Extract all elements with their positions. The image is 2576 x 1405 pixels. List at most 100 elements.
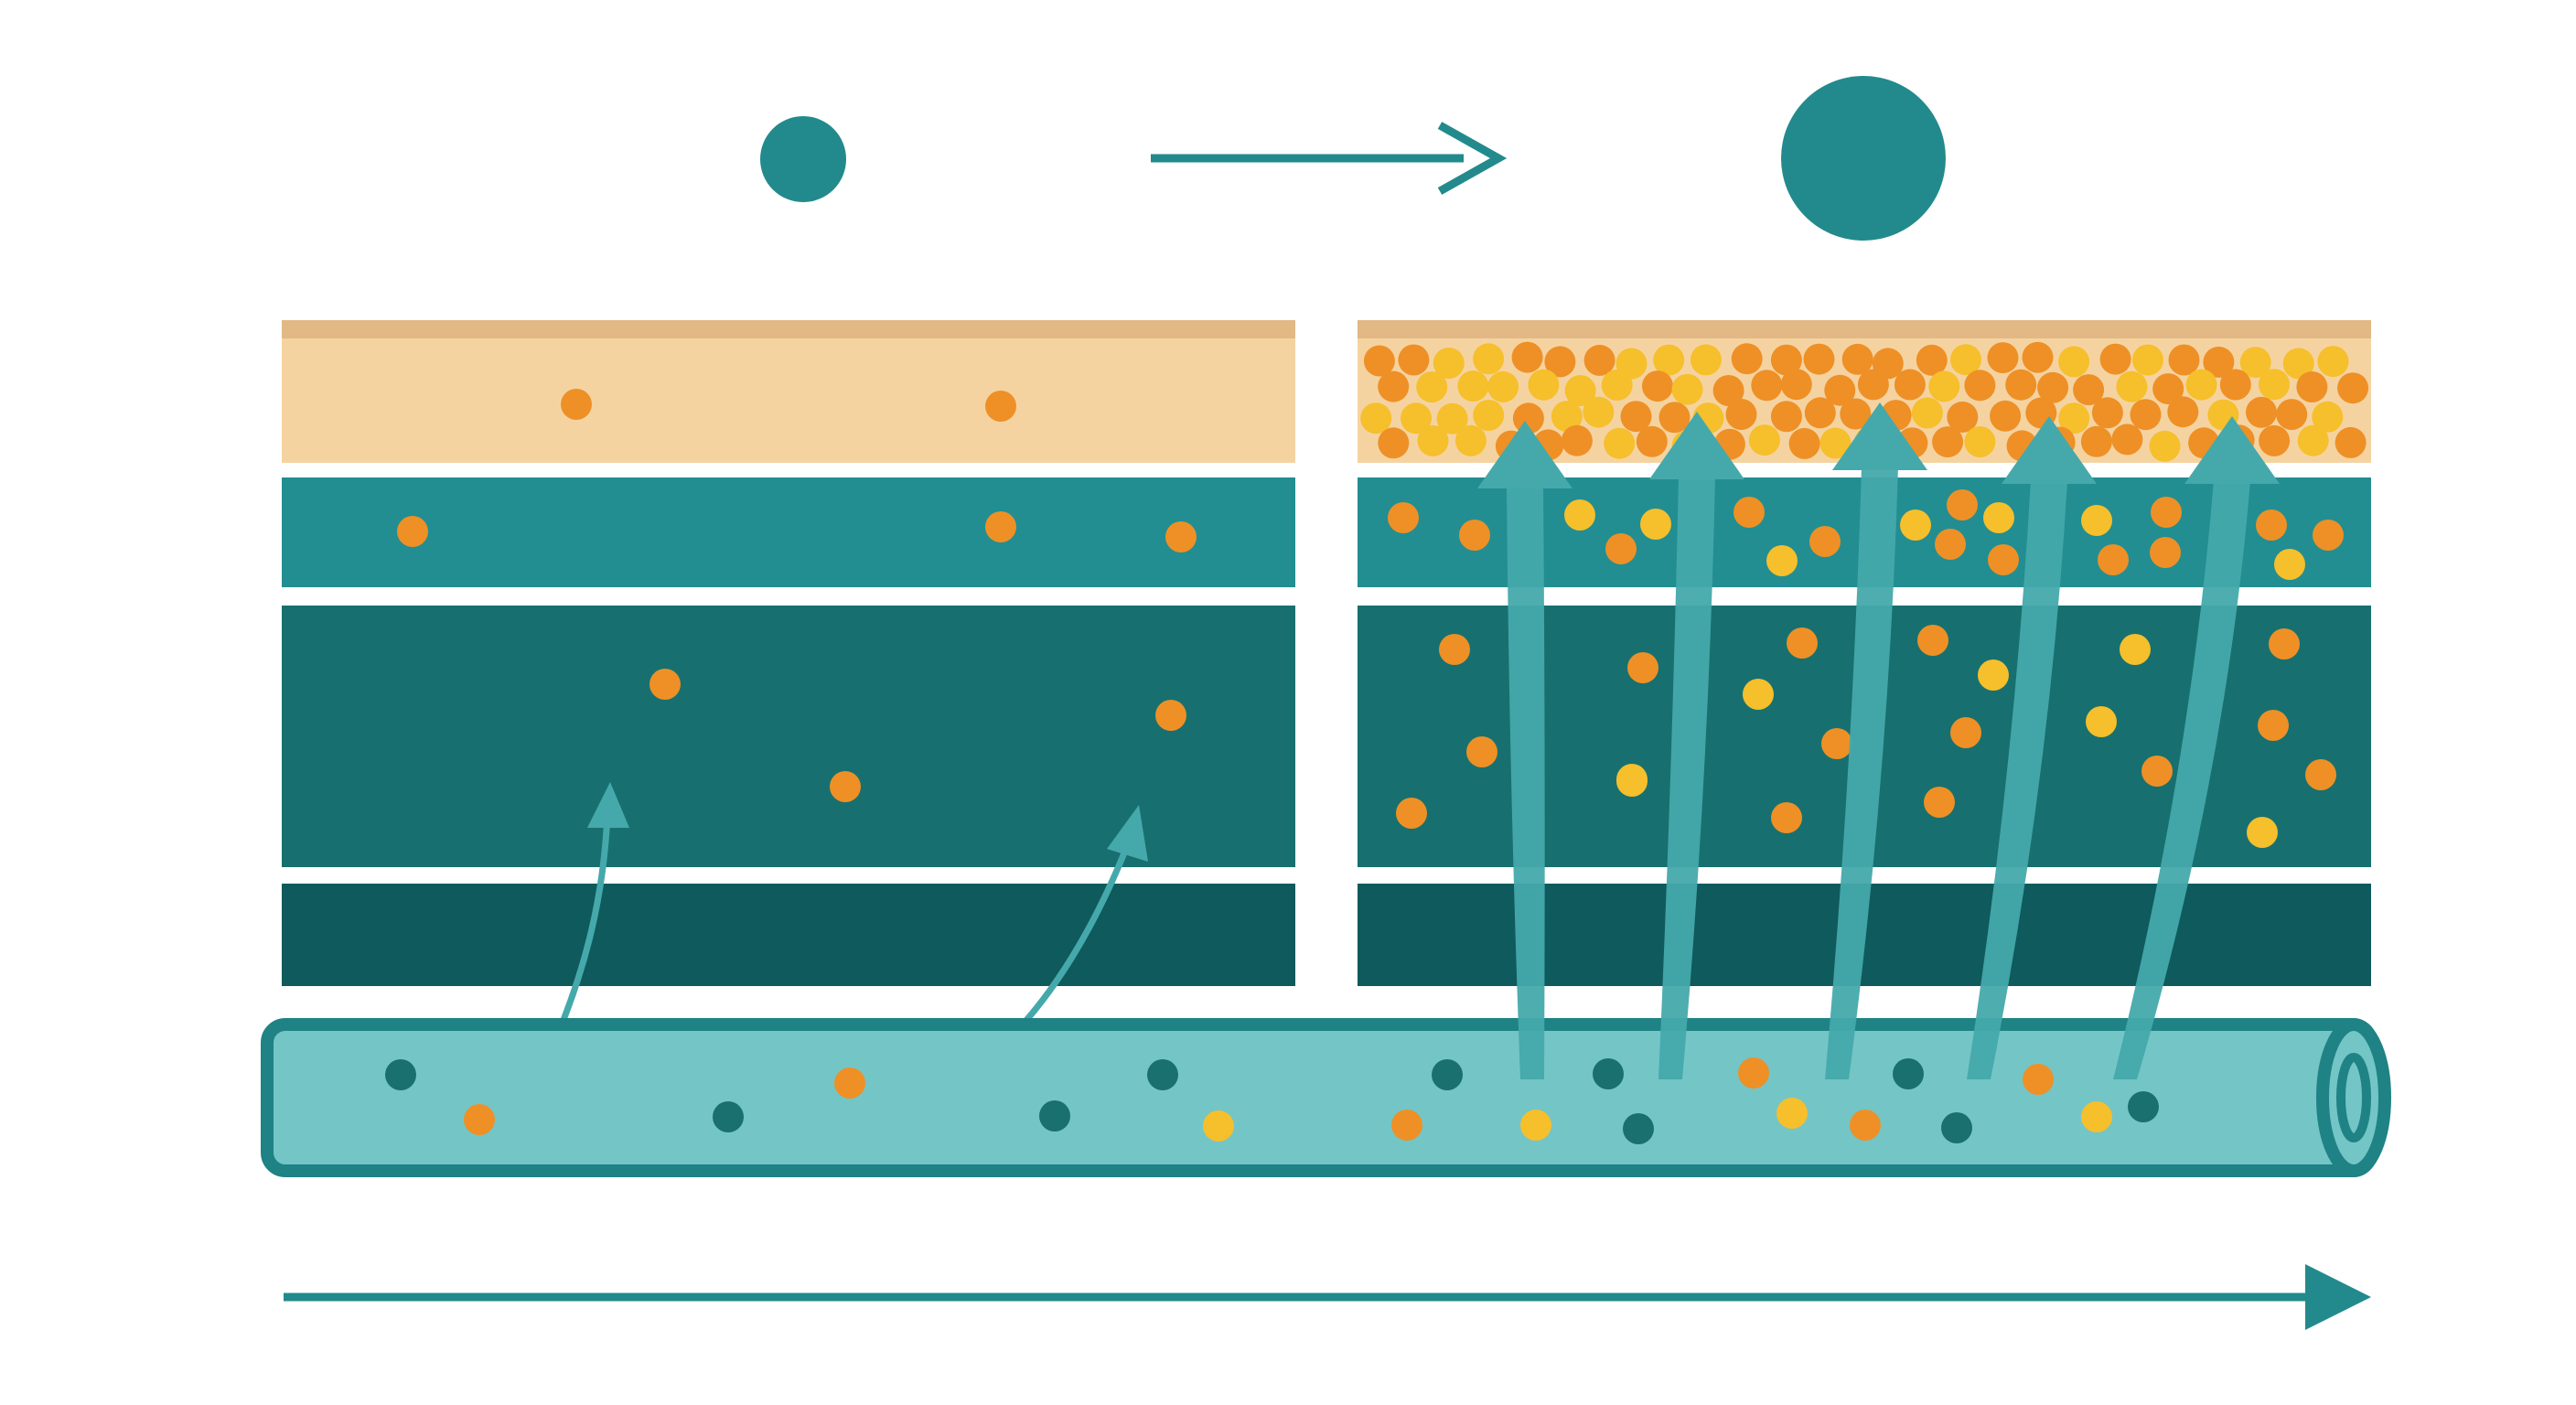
particle xyxy=(1671,373,1703,405)
particle xyxy=(1457,370,1489,402)
particle xyxy=(2151,497,2182,528)
particle xyxy=(1987,342,2019,374)
particle xyxy=(1466,736,1497,767)
particle xyxy=(1583,396,1615,428)
particle xyxy=(2058,346,2090,378)
particle xyxy=(1378,370,1410,402)
particle xyxy=(2259,369,2290,401)
particle xyxy=(1388,502,1419,533)
uptake-arrow xyxy=(1477,421,1572,1079)
particle xyxy=(1776,1098,1808,1129)
particle xyxy=(1454,424,1487,456)
particle xyxy=(1824,374,1856,406)
particle xyxy=(1544,346,1576,378)
particle xyxy=(1751,370,1783,402)
particle xyxy=(1738,1057,1769,1089)
left-layer-3 xyxy=(282,606,1295,867)
particle xyxy=(1473,343,1505,375)
left-layer-2 xyxy=(282,477,1295,587)
particle xyxy=(2022,341,2054,373)
particle xyxy=(2297,424,2329,456)
particle xyxy=(1924,787,1955,818)
particle xyxy=(1733,497,1765,528)
particle xyxy=(2203,346,2235,378)
particle xyxy=(1964,426,1996,457)
particle xyxy=(1396,798,1427,829)
particle xyxy=(1850,1110,1881,1141)
particle xyxy=(1416,371,1448,403)
particle xyxy=(2058,402,2090,434)
particle xyxy=(1551,401,1583,433)
particle xyxy=(1147,1059,1178,1090)
particle xyxy=(1947,401,1979,433)
particle xyxy=(1819,427,1852,459)
right-layer-surface-edge xyxy=(1358,320,2371,340)
particle xyxy=(2247,817,2278,848)
particle xyxy=(385,1059,416,1090)
particle xyxy=(2080,425,2112,457)
particle xyxy=(1155,700,1186,731)
particle xyxy=(1401,402,1432,434)
particle xyxy=(1561,424,1593,456)
particle xyxy=(1203,1110,1234,1142)
particle xyxy=(2005,369,2037,401)
large-particle-marker xyxy=(1781,76,1946,241)
flow-arrow xyxy=(284,1264,2371,1330)
particle xyxy=(1950,344,1981,376)
particle xyxy=(1627,652,1658,683)
flow-arrow-head xyxy=(2305,1264,2371,1330)
particle xyxy=(2337,372,2369,404)
particle xyxy=(1947,489,1978,520)
particle xyxy=(1748,424,1780,456)
uptake-arrow xyxy=(2113,416,2280,1079)
left-tissue-panel xyxy=(282,320,1295,1094)
particle xyxy=(1564,375,1596,406)
particle xyxy=(1690,344,1722,376)
particle xyxy=(2258,710,2289,741)
particle xyxy=(1964,370,1996,402)
particle xyxy=(1983,502,2014,533)
growth-arrow xyxy=(1151,122,1508,195)
particle xyxy=(1788,427,1820,459)
particle xyxy=(1809,526,1841,557)
particle xyxy=(834,1067,865,1099)
particle xyxy=(2081,1101,2112,1132)
particle xyxy=(1928,370,1960,402)
particle xyxy=(1165,521,1197,552)
particle xyxy=(1593,1058,1624,1089)
particle xyxy=(1988,544,2019,575)
particle xyxy=(1459,520,1490,551)
particle xyxy=(830,771,861,802)
particle xyxy=(1841,343,1873,375)
particle xyxy=(2128,1091,2159,1122)
left-particles xyxy=(397,389,1197,802)
particle xyxy=(2081,505,2112,536)
particle xyxy=(1378,427,1410,459)
particle xyxy=(1916,344,1948,376)
particle xyxy=(1433,348,1465,379)
particle xyxy=(1770,401,1802,433)
particle xyxy=(1636,425,1668,457)
particle xyxy=(2269,628,2300,660)
particle xyxy=(2086,706,2117,737)
particle xyxy=(985,391,1016,422)
particle xyxy=(1432,1059,1463,1090)
particle xyxy=(2312,401,2344,433)
particle xyxy=(1360,402,1392,434)
uptake-arrow xyxy=(1649,412,1744,1079)
uptake-arrow xyxy=(1825,402,1927,1079)
left-layer-4 xyxy=(282,884,1295,986)
particle xyxy=(1990,400,2022,432)
particle xyxy=(1743,679,1774,710)
particle xyxy=(1511,341,1543,373)
particle xyxy=(1616,766,1648,797)
particle xyxy=(1658,402,1690,434)
particle xyxy=(2130,399,2162,431)
particle xyxy=(1771,802,1802,833)
right-uptake-arrows xyxy=(1477,402,2280,1079)
particle xyxy=(1900,509,1931,541)
particle xyxy=(1398,344,1430,376)
particle xyxy=(561,389,592,420)
particle xyxy=(1770,344,1802,376)
